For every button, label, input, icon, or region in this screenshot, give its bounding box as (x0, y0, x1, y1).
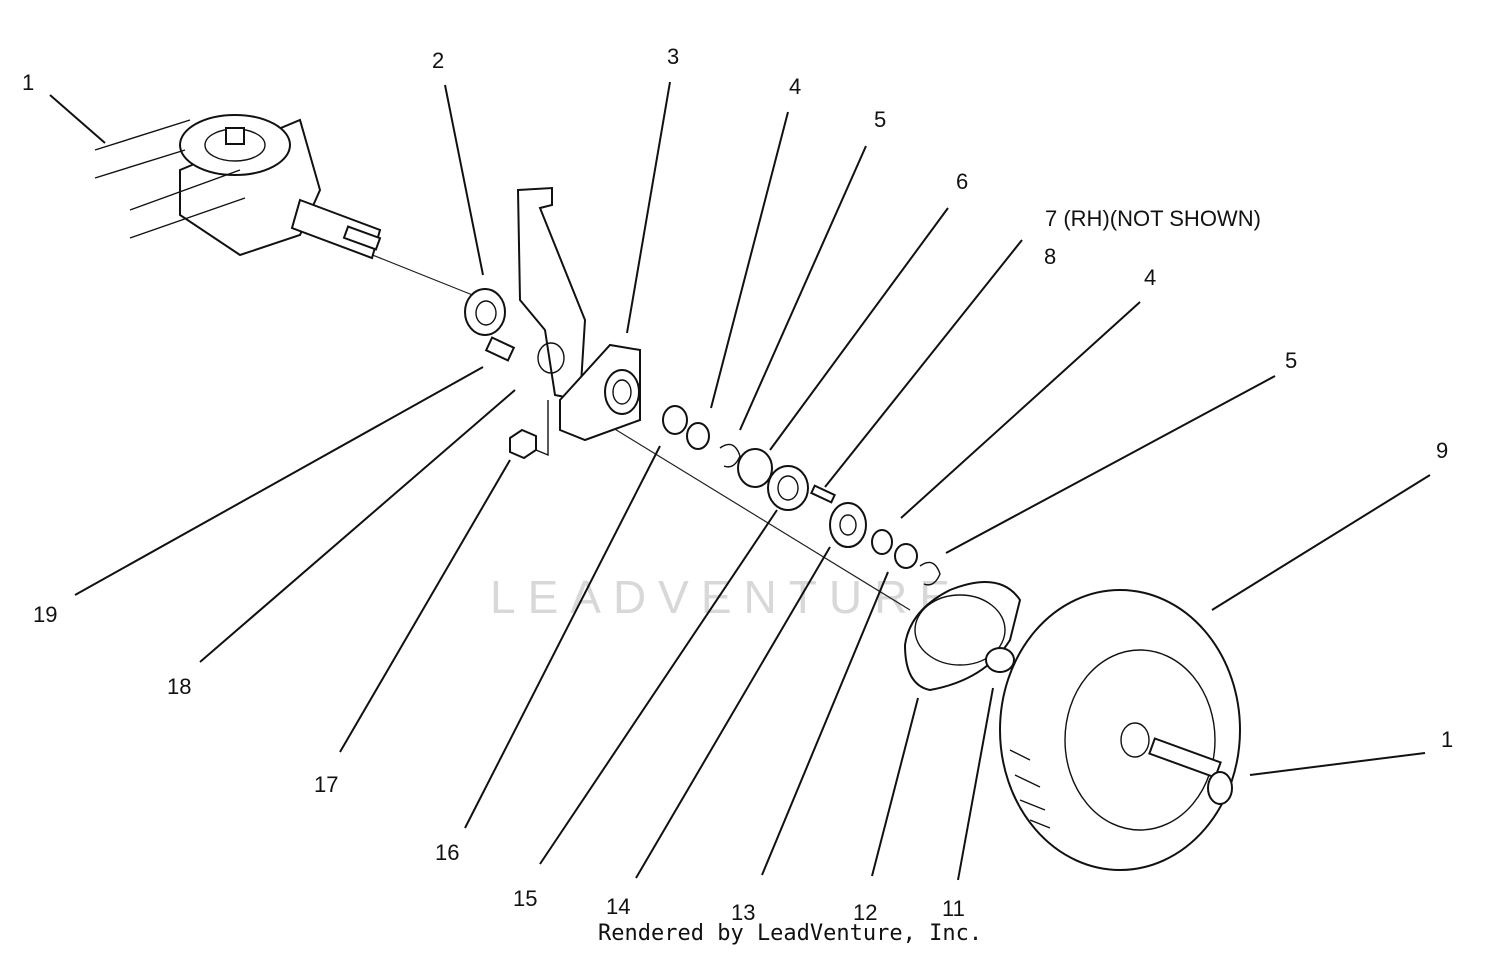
pivot-housing-part (559, 343, 641, 442)
callout-8: 8 (1044, 244, 1056, 269)
transmission-part (94, 114, 382, 260)
callout-1: 1 (22, 70, 34, 95)
callout-9: 9 (1436, 438, 1448, 463)
callout-4a: 4 (789, 74, 801, 99)
fasteners-part (484, 336, 537, 460)
seal-part (464, 288, 506, 336)
callout-18: 18 (167, 674, 191, 699)
callout-5b: 5 (1285, 348, 1297, 373)
callout-6: 6 (956, 169, 968, 194)
wheel-shroud-part (903, 581, 1022, 692)
height-bracket-part (511, 186, 587, 457)
callout-5a: 5 (874, 107, 886, 132)
callout-4b: 4 (1144, 265, 1156, 290)
callout-13: 13 (731, 900, 755, 925)
callout-17: 17 (314, 772, 338, 797)
wheel-part (999, 589, 1241, 871)
callout-16: 16 (435, 840, 459, 865)
callout-10: 1 (1441, 727, 1453, 752)
callout-14: 14 (606, 894, 630, 919)
callout-12: 12 (853, 900, 877, 925)
callout-3: 3 (667, 44, 679, 69)
callout-15: 15 (513, 886, 537, 911)
drive-components-part (662, 405, 941, 586)
callout-19: 19 (33, 602, 57, 627)
callout-7: 7 (RH)(NOT SHOWN) (1045, 206, 1261, 231)
callout-labels: 1 2 3 4 5 6 7 (RH)(NOT SHOWN) 8 4 5 9 1 … (22, 44, 1453, 925)
leader-lines (49, 81, 1431, 881)
callout-11: 11 (942, 896, 965, 921)
watermark-text: LEADVENTURE (490, 571, 962, 623)
footer-credit: Rendered by LeadVenture, Inc. (598, 921, 982, 946)
callout-2: 2 (432, 48, 444, 73)
